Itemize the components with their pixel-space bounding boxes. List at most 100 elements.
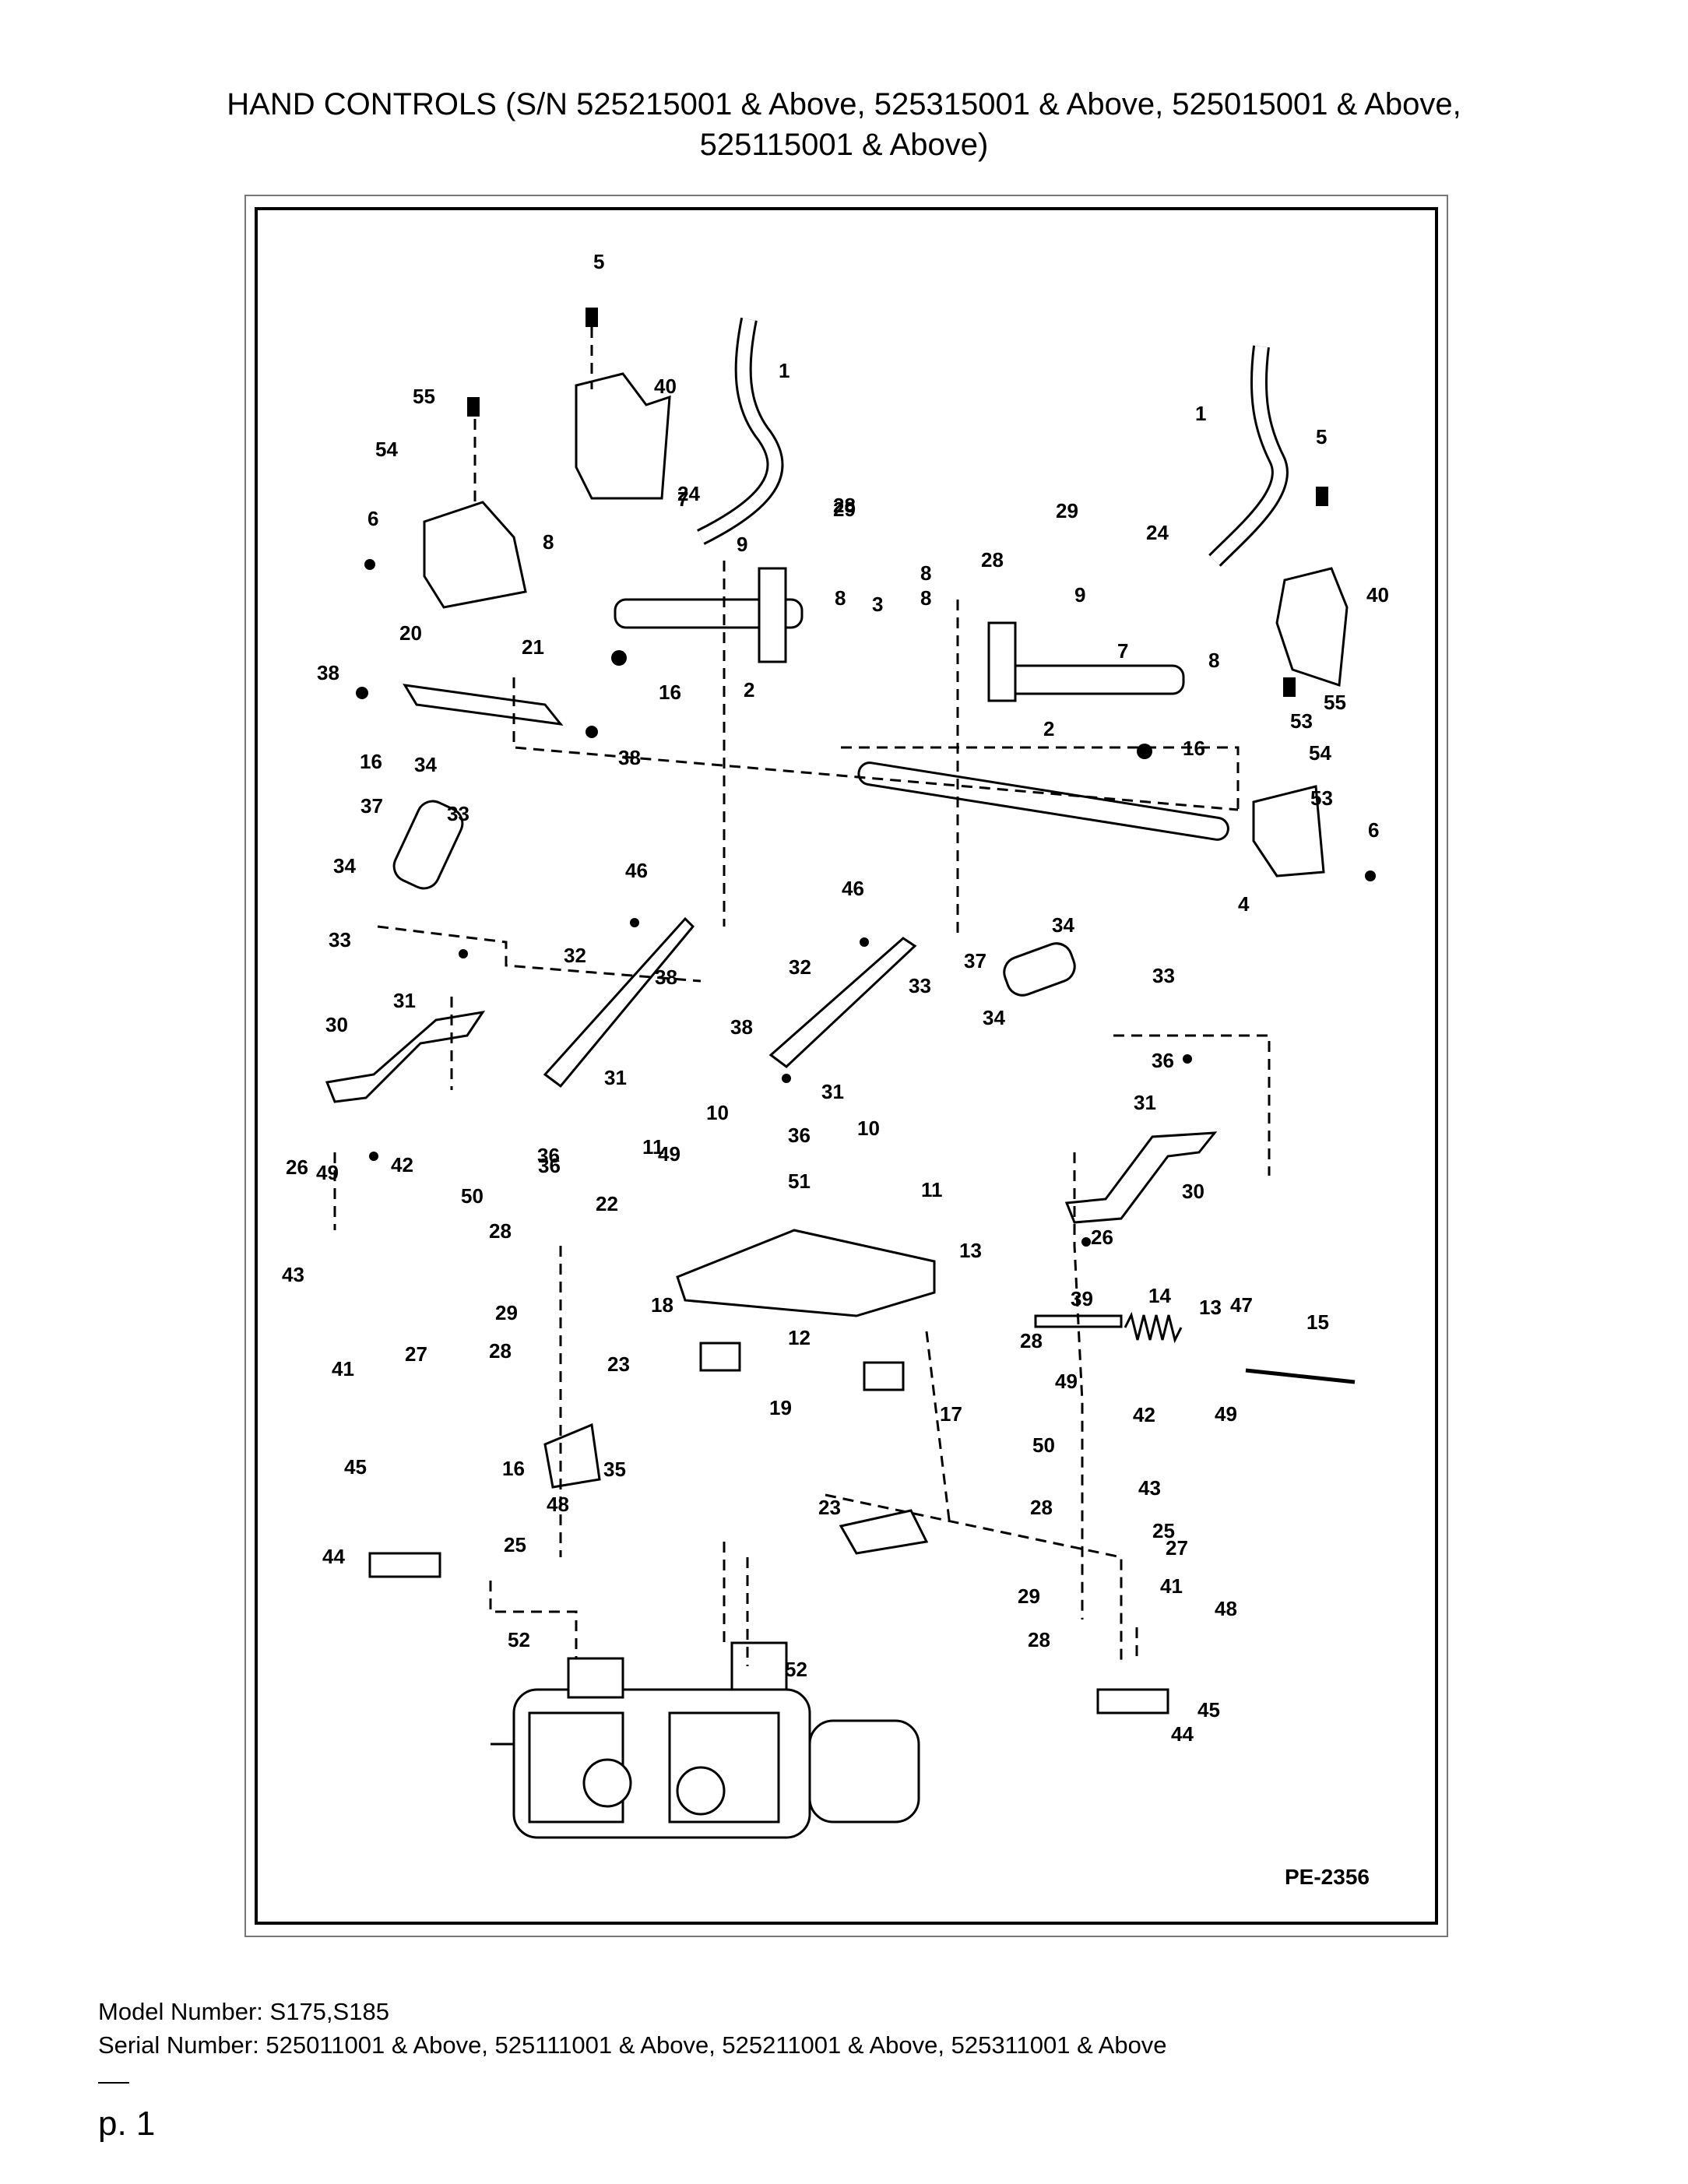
part-label-42: 42	[1133, 1403, 1155, 1426]
right-bracket-53	[1252, 785, 1325, 877]
part-label-23: 23	[607, 1352, 630, 1376]
part-label-8: 8	[1208, 649, 1219, 672]
part-label-10: 10	[857, 1117, 880, 1140]
part-label-16: 16	[360, 750, 382, 773]
part-label-26: 26	[1091, 1226, 1113, 1249]
part-label-38: 38	[655, 965, 677, 989]
part-label-39: 39	[1071, 1287, 1093, 1310]
part-label-6: 6	[367, 507, 378, 530]
part-label-36: 36	[788, 1124, 811, 1147]
part-label-21: 21	[522, 635, 544, 659]
part-label-41: 41	[332, 1357, 354, 1380]
part-label-17: 17	[940, 1402, 962, 1426]
right-block-44	[1096, 1688, 1169, 1714]
part-label-15: 15	[1306, 1310, 1329, 1334]
part-label-9: 9	[737, 533, 747, 556]
part-label-36: 36	[1152, 1049, 1174, 1072]
page-title: HAND CONTROLS (S/N 525215001 & Above, 52…	[0, 84, 1688, 165]
part-label-44: 44	[1171, 1722, 1194, 1746]
bar-21	[403, 684, 564, 726]
right-bracket-40	[1275, 567, 1349, 688]
part-label-53: 53	[1290, 709, 1313, 733]
spring-14	[1124, 1311, 1183, 1344]
part-label-28: 28	[1028, 1628, 1050, 1651]
part-label-28: 28	[981, 548, 1004, 571]
part-label-13: 13	[1199, 1296, 1222, 1319]
part-label-1: 1	[779, 359, 789, 382]
left-bracket-40	[575, 372, 671, 500]
part-label-20: 20	[399, 621, 422, 645]
right-block-19	[863, 1361, 905, 1391]
part-label-33: 33	[909, 974, 931, 997]
part-label-16: 16	[1183, 737, 1205, 760]
left-bracket-53	[423, 501, 527, 609]
part-label-54: 54	[1309, 741, 1331, 765]
part-label-6: 6	[1368, 818, 1379, 842]
part-label-37: 37	[964, 949, 986, 972]
part-label-30: 30	[1182, 1180, 1204, 1203]
left-block-19	[699, 1342, 741, 1372]
part-label-25: 25	[1152, 1519, 1175, 1542]
rod-15	[1245, 1368, 1356, 1384]
part-label-27: 27	[1166, 1536, 1188, 1560]
part-label-48: 48	[547, 1493, 569, 1516]
page-number: p. 1	[98, 2105, 156, 2143]
part-label-9: 9	[1074, 583, 1085, 607]
part-label-45: 45	[344, 1455, 367, 1479]
footer: Model Number: S175,S185 Serial Number: 5…	[98, 1995, 1167, 2062]
right-lever-32	[768, 937, 917, 1068]
part-label-47: 47	[1230, 1293, 1253, 1317]
part-label-40: 40	[654, 375, 677, 398]
part-label-38: 38	[618, 746, 641, 769]
part-label-49: 49	[316, 1161, 339, 1184]
part-label-53: 53	[1310, 786, 1333, 810]
part-label-42: 42	[391, 1153, 413, 1176]
diagram-outer-frame	[244, 195, 1448, 1937]
part-label-28: 28	[1030, 1496, 1053, 1519]
part-label-36: 36	[537, 1144, 560, 1167]
part-label-49: 49	[1215, 1402, 1237, 1426]
part-label-46: 46	[842, 877, 864, 900]
part-label-31: 31	[1134, 1091, 1156, 1114]
part-label-28: 28	[833, 494, 856, 517]
part-label-11: 11	[642, 1135, 664, 1159]
part-label-55: 55	[1324, 691, 1346, 714]
part-label-8: 8	[920, 561, 931, 585]
left-cylinder-37	[392, 800, 464, 890]
part-label-1: 1	[1195, 402, 1206, 425]
part-label-54: 54	[375, 438, 398, 461]
left-shaft-2	[614, 598, 804, 629]
diagram-id-label: PE-2356	[1285, 1865, 1370, 1889]
diagram-frame	[255, 207, 1438, 1925]
part-label-29: 29	[833, 498, 856, 521]
part-label-8: 8	[543, 530, 554, 554]
part-label-16: 16	[502, 1457, 525, 1480]
page-title-line-2: 525115001 & Above)	[699, 128, 989, 162]
part-label-13: 13	[959, 1239, 982, 1262]
part-label-50: 50	[461, 1184, 484, 1208]
part-label-24: 24	[1146, 521, 1169, 544]
part-label-48: 48	[1215, 1597, 1237, 1620]
part-label-29: 29	[1056, 499, 1078, 522]
part-label-25: 25	[504, 1533, 526, 1556]
part-label-30: 30	[325, 1013, 348, 1036]
part-label-33: 33	[447, 802, 469, 825]
part-label-34: 34	[1052, 913, 1074, 937]
part-label-5: 5	[1316, 425, 1327, 448]
part-label-3: 3	[872, 593, 883, 616]
part-label-28: 28	[1020, 1329, 1043, 1352]
part-label-35: 35	[603, 1458, 626, 1481]
part-label-36: 36	[538, 1154, 561, 1177]
part-label-2: 2	[744, 678, 754, 702]
part-label-14: 14	[1148, 1284, 1171, 1307]
part-label-37: 37	[360, 794, 383, 818]
part-label-16: 16	[659, 681, 681, 704]
part-label-26: 26	[286, 1155, 308, 1179]
part-label-33: 33	[1152, 964, 1175, 987]
left-lever-32	[543, 916, 695, 1088]
part-label-23: 23	[818, 1496, 841, 1519]
part-label-5: 5	[593, 250, 604, 273]
part-label-40: 40	[1366, 583, 1389, 607]
